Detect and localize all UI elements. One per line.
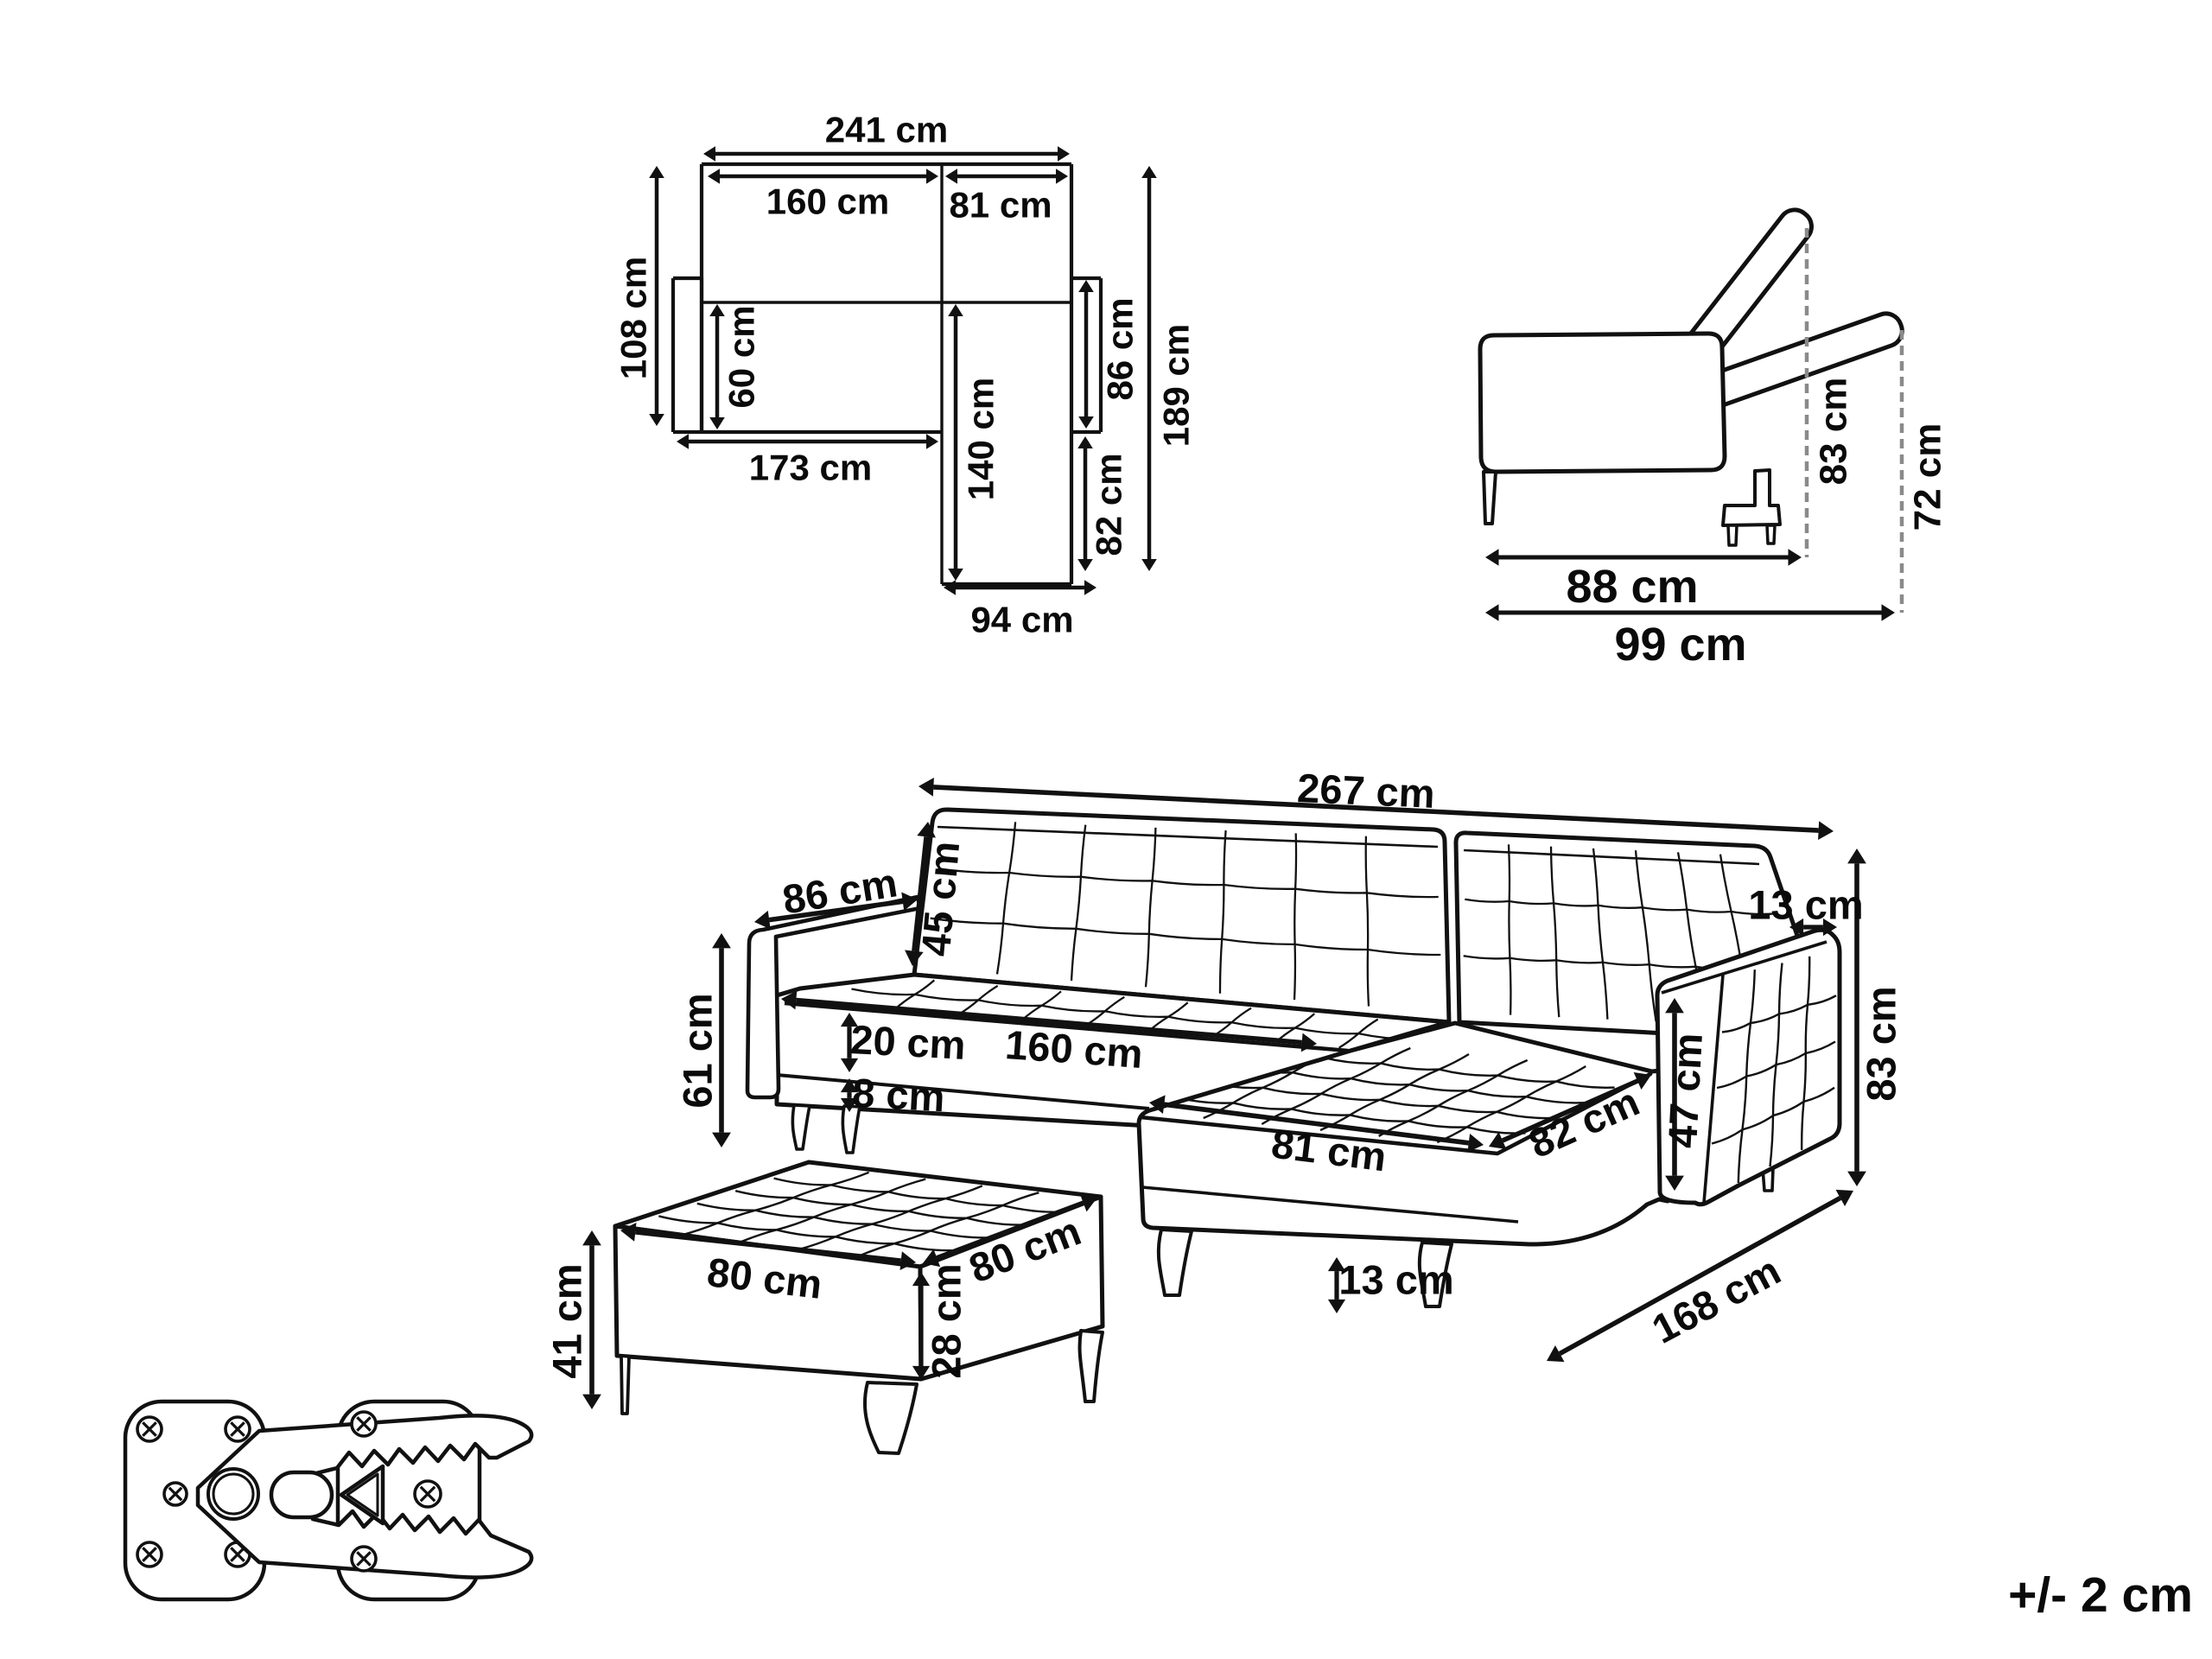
svg-text:83 cm: 83 cm <box>1859 986 1904 1101</box>
svg-text:160 cm: 160 cm <box>1004 1021 1145 1077</box>
svg-text:83 cm: 83 cm <box>1813 378 1855 486</box>
svg-text:99 cm: 99 cm <box>1614 619 1746 671</box>
svg-text:60 cm: 60 cm <box>721 305 762 408</box>
svg-text:108 cm: 108 cm <box>613 257 654 379</box>
svg-text:13 cm: 13 cm <box>1748 882 1863 928</box>
svg-text:94 cm: 94 cm <box>970 600 1073 640</box>
svg-text:61 cm: 61 cm <box>675 993 721 1108</box>
svg-text:41 cm: 41 cm <box>544 1263 590 1378</box>
svg-text:72 cm: 72 cm <box>1907 423 1949 531</box>
svg-text:88 cm: 88 cm <box>1566 561 1698 613</box>
svg-text:189 cm: 189 cm <box>1156 324 1197 447</box>
svg-text:82 cm: 82 cm <box>1089 453 1129 556</box>
svg-text:81 cm: 81 cm <box>949 185 1052 226</box>
svg-text:45 cm: 45 cm <box>912 839 968 957</box>
svg-text:140 cm: 140 cm <box>961 378 1001 500</box>
svg-text:160 cm: 160 cm <box>766 181 889 222</box>
svg-text:+/- 2 cm: +/- 2 cm <box>2008 1567 2193 1623</box>
svg-text:173 cm: 173 cm <box>749 448 872 488</box>
svg-text:267 cm: 267 cm <box>1296 765 1436 817</box>
svg-text:47 cm: 47 cm <box>1659 1032 1711 1149</box>
svg-text:8 cm: 8 cm <box>851 1070 946 1121</box>
svg-text:28 cm: 28 cm <box>924 1263 969 1378</box>
svg-text:241 cm: 241 cm <box>825 110 948 150</box>
svg-text:20 cm: 20 cm <box>849 1016 967 1068</box>
svg-text:86 cm: 86 cm <box>1100 297 1141 400</box>
svg-text:13 cm: 13 cm <box>1338 1257 1453 1303</box>
